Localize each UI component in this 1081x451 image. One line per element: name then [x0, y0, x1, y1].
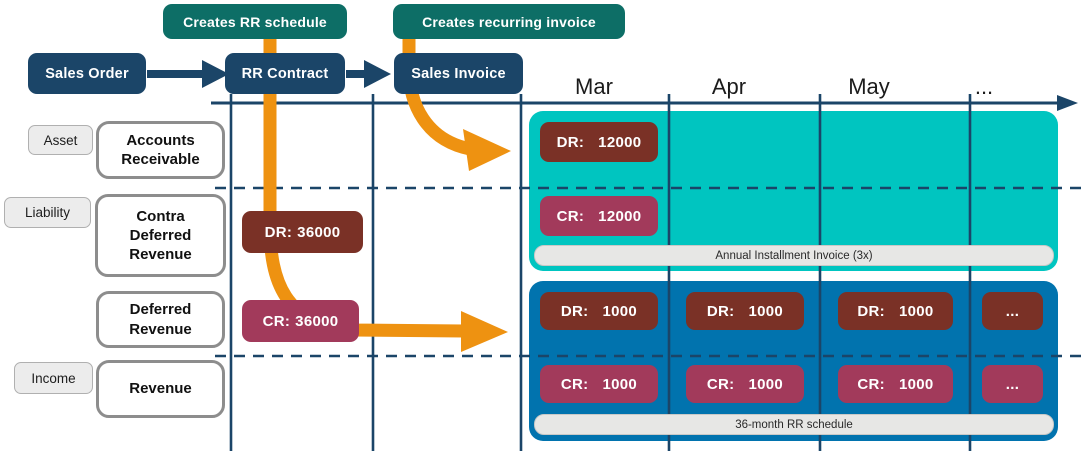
flow-node-sales-invoice: Sales Invoice — [394, 53, 523, 94]
entry-invoice-credit: CR: 12000 — [540, 196, 658, 236]
category-asset: Asset — [28, 125, 93, 155]
entry-value: 1000 — [748, 375, 784, 393]
entry-schedule-credit-apr: CR: 1000 — [686, 365, 804, 403]
month-label-ellipsis: ... — [974, 74, 994, 99]
account-accounts-receivable: Accounts Receivable — [96, 121, 225, 179]
arrow-contract-to-schedule-head-icon — [461, 311, 508, 352]
entry-label: DR: — [560, 302, 589, 320]
entry-schedule-debit-mar: DR: 1000 — [540, 292, 658, 330]
account-label: Deferred Revenue — [129, 301, 192, 338]
account-label: Contra Deferred Revenue — [129, 207, 192, 264]
entry-value: 1000 — [898, 302, 934, 320]
caption-label: 36-month RR schedule — [735, 418, 853, 431]
entry-label: CR: — [262, 312, 291, 330]
flow-node-label: Sales Order — [45, 65, 129, 82]
entry-label: CR: — [706, 375, 735, 393]
month-label-may: May — [848, 74, 890, 99]
schedule-region-caption: 36-month RR schedule — [534, 414, 1054, 435]
flow-node-rr-contract: RR Contract — [225, 53, 345, 94]
entry-value: 12000 — [598, 133, 642, 151]
entry-value: 1000 — [898, 375, 934, 393]
entry-label: CR: — [556, 207, 585, 225]
entry-label: CR: — [560, 375, 589, 393]
timeline-axis-arrowhead-icon — [1057, 95, 1078, 111]
badge-creates-recurring-invoice: Creates recurring invoice — [393, 4, 625, 39]
entry-schedule-credit-mar: CR: 1000 — [540, 365, 658, 403]
entry-value: 1000 — [748, 302, 784, 320]
entry-schedule-credit-ellipsis: ... — [982, 365, 1043, 403]
entry-schedule-debit-may: DR: 1000 — [838, 292, 953, 330]
entry-value: 12000 — [598, 207, 642, 225]
flow-node-label: Sales Invoice — [411, 65, 506, 82]
category-liability: Liability — [4, 197, 91, 228]
entry-label: DR: — [706, 302, 735, 320]
entry-contract-credit: CR: 36000 — [242, 300, 359, 342]
entry-label: DR: — [857, 302, 885, 320]
entry-schedule-debit-apr: DR: 1000 — [686, 292, 804, 330]
entry-value: 1000 — [602, 302, 638, 320]
entry-value: ... — [1005, 375, 1020, 393]
invoice-region-caption: Annual Installment Invoice (3x) — [534, 245, 1054, 266]
account-label: Accounts Receivable — [121, 131, 200, 168]
caption-label: Annual Installment Invoice (3x) — [715, 249, 873, 262]
arrow-invoice-to-region-head-icon — [463, 129, 511, 171]
entry-value: 1000 — [602, 375, 638, 393]
entry-value: 36000 — [295, 312, 339, 330]
arrow-rrcontract-to-salesinvoice-head-icon — [364, 60, 391, 88]
entry-value: ... — [1005, 302, 1020, 320]
entry-invoice-debit: DR: 12000 — [540, 122, 658, 162]
badge-creates-rr-schedule: Creates RR schedule — [163, 4, 347, 39]
account-label: Revenue — [129, 380, 192, 398]
arrow-salesorder-to-rrcontract-head-icon — [202, 60, 229, 88]
entry-label: CR: — [857, 375, 885, 393]
entry-label: DR: — [556, 133, 585, 151]
entry-contract-debit: DR: 36000 — [242, 211, 363, 253]
entry-schedule-debit-ellipsis: ... — [982, 292, 1043, 330]
category-label: Income — [31, 370, 76, 386]
entry-value: 36000 — [297, 223, 341, 241]
account-deferred-revenue: Deferred Revenue — [96, 291, 225, 348]
badge-label: Creates recurring invoice — [422, 13, 596, 30]
entry-label: DR: — [264, 223, 293, 241]
month-label-mar: Mar — [575, 74, 613, 99]
month-label-apr: Apr — [711, 74, 747, 99]
flow-node-label: RR Contract — [241, 65, 329, 82]
entry-schedule-credit-may: CR: 1000 — [838, 365, 953, 403]
account-contra-deferred-revenue: Contra Deferred Revenue — [95, 194, 226, 277]
badge-label: Creates RR schedule — [183, 13, 327, 30]
account-revenue: Revenue — [96, 360, 225, 418]
category-label: Liability — [24, 205, 71, 220]
category-label: Asset — [43, 132, 78, 148]
flow-node-sales-order: Sales Order — [28, 53, 146, 94]
category-income: Income — [14, 362, 93, 394]
